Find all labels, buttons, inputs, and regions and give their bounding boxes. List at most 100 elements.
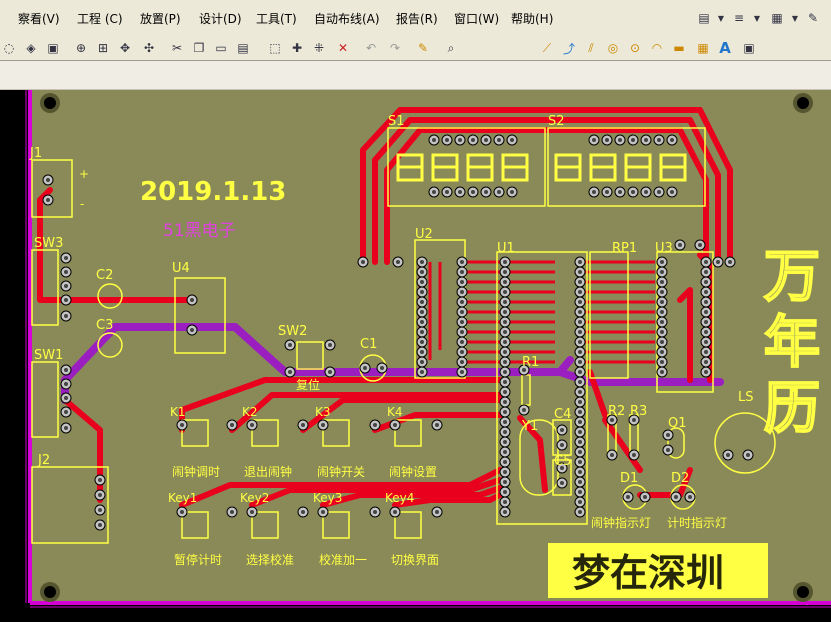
component-icon[interactable]: ▣: [743, 41, 755, 55]
pcb-canvas[interactable]: 2019.1.13 51黑电子 万年历 梦在深圳 J1 + - SW3 SW1 …: [0, 90, 831, 622]
edit-icon[interactable]: ✎: [807, 11, 819, 25]
grid-icon[interactable]: ▦: [771, 11, 783, 25]
ref-u3: U3: [655, 241, 673, 256]
text-icon[interactable]: A: [719, 39, 731, 57]
paste-icon[interactable]: ▭: [215, 41, 227, 55]
ic-pad: [499, 456, 511, 468]
paste-array-icon[interactable]: ▤: [237, 41, 249, 55]
cut-icon[interactable]: ✂: [171, 41, 183, 55]
ic-pad: [493, 186, 505, 198]
inspect-icon[interactable]: ⌕: [447, 40, 455, 55]
seven-segment-digits: [396, 153, 687, 182]
ic-pad: [700, 316, 712, 328]
ic-pad: [574, 356, 586, 368]
ic-pad: [666, 134, 678, 146]
ic-pad: [574, 286, 586, 298]
key-ref-bottom: Key1: [168, 491, 197, 505]
ic-pad: [588, 186, 600, 198]
ic-pad: [574, 496, 586, 508]
ic-pad: [574, 346, 586, 358]
mounting-hole: [793, 582, 813, 602]
menu-design[interactable]: 设计(D): [199, 12, 242, 26]
ic-pad: [574, 416, 586, 428]
ic-pad: [656, 366, 668, 378]
status-area: [0, 61, 831, 90]
highlight-icon[interactable]: ✎: [417, 41, 429, 55]
deselect-icon[interactable]: ✕: [337, 41, 349, 55]
ic-pad: [456, 356, 468, 368]
align-icon[interactable]: ≡: [733, 11, 745, 25]
ic-pad: [499, 426, 511, 438]
ic-pad: [574, 476, 586, 488]
menu-autoroute[interactable]: 自动布线(A): [314, 12, 380, 26]
ic-pad: [456, 336, 468, 348]
zoom-area-icon[interactable]: ⊞: [97, 41, 109, 55]
ic-pad: [700, 366, 712, 378]
pad-icon[interactable]: ◎: [607, 41, 619, 55]
multi-route-icon[interactable]: ⫽: [588, 40, 594, 55]
ic-pad: [700, 276, 712, 288]
ic-pad: [614, 134, 626, 146]
menu-tools[interactable]: 工具(T): [256, 12, 297, 26]
move-icon[interactable]: ✚: [291, 41, 303, 55]
chevron-down-icon[interactable]: ▼: [753, 13, 761, 23]
top-layer-traces: [37, 107, 733, 508]
ref-r1: R1: [522, 355, 539, 370]
ic-pad: [640, 134, 652, 146]
ic-pad: [601, 134, 613, 146]
ic-pad: [700, 256, 712, 268]
zoom-filter-icon[interactable]: ✣: [143, 41, 155, 55]
select-area-icon[interactable]: ⬚: [269, 41, 281, 55]
layers-icon[interactable]: ◈: [26, 41, 36, 55]
ic-pad: [416, 256, 428, 268]
select-all-icon[interactable]: ⁜: [313, 41, 325, 55]
ref-j2: J2: [37, 453, 50, 468]
menu-view[interactable]: 察看(V): [18, 12, 60, 26]
chart-icon[interactable]: ▤: [698, 11, 710, 25]
ic-pad: [700, 336, 712, 348]
ic-pad: [574, 386, 586, 398]
ic-pad: [499, 356, 511, 368]
menu-place[interactable]: 放置(P): [140, 12, 181, 26]
j1-plus: +: [79, 167, 89, 181]
ref-d2: D2: [671, 471, 689, 486]
ic-pad: [456, 306, 468, 318]
ic-pad: [574, 466, 586, 478]
ic-pad: [700, 346, 712, 358]
arc-icon[interactable]: ◠: [651, 41, 663, 55]
ic-pad: [574, 456, 586, 468]
menu-help[interactable]: 帮助(H): [511, 12, 554, 26]
ic-pad: [574, 326, 586, 338]
menu-reports[interactable]: 报告(R): [396, 12, 438, 26]
board-title: 万年历: [755, 246, 820, 444]
zoom-fit-icon[interactable]: ⊕: [75, 41, 87, 55]
zoom-icon[interactable]: ◌: [3, 41, 15, 55]
board-icon[interactable]: ▣: [47, 41, 59, 55]
ic-pad: [499, 506, 511, 518]
ic-pad: [499, 436, 511, 448]
menu-project[interactable]: 工程 (C): [77, 12, 123, 26]
ic-pad: [428, 186, 440, 198]
ic-pad: [700, 306, 712, 318]
undo-icon[interactable]: ↶: [365, 41, 377, 55]
diff-pair-icon[interactable]: ⤴: [562, 41, 575, 56]
chevron-down-icon[interactable]: ▼: [717, 13, 725, 23]
mounting-hole: [793, 93, 813, 113]
polygon-icon[interactable]: ▦: [697, 41, 709, 55]
ic-pad: [499, 416, 511, 428]
ic-pad: [656, 276, 668, 288]
menu-window[interactable]: 窗口(W): [454, 12, 500, 26]
key-label-top: 闹钟开关: [317, 464, 365, 479]
fill-icon[interactable]: ▬: [673, 41, 685, 55]
timer-led-label: 计时指示灯: [667, 515, 727, 530]
zoom-selected-icon[interactable]: ✥: [119, 41, 131, 55]
redo-icon[interactable]: ↷: [389, 41, 401, 55]
chevron-down-icon[interactable]: ▼: [791, 13, 799, 23]
via-icon[interactable]: ⊙: [629, 41, 641, 55]
copy-icon[interactable]: ❐: [193, 41, 205, 55]
ic-pad: [467, 134, 479, 146]
interactive-route-icon[interactable]: ⟋: [542, 40, 552, 55]
ic-pad: [627, 186, 639, 198]
ic-pad: [416, 266, 428, 278]
ic-pad: [456, 326, 468, 338]
